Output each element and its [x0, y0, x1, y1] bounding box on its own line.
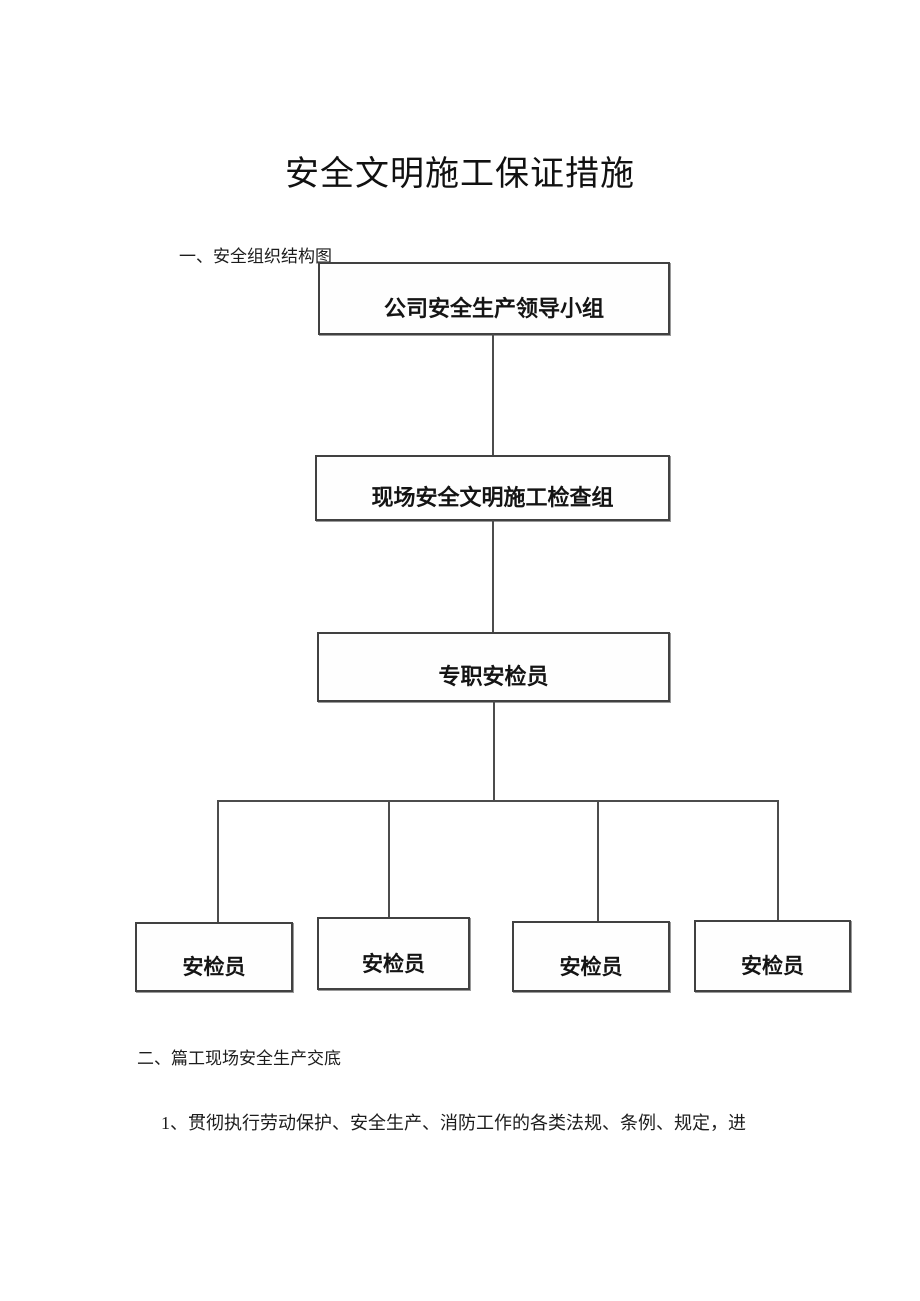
org-chart-node-safety-inspector-4: 安检员 — [694, 920, 851, 992]
org-chart-node-safety-inspector-3: 安检员 — [512, 921, 670, 992]
connector-bus-to-inspector-3 — [597, 801, 599, 921]
connector-company-to-site — [492, 334, 494, 455]
section-heading-safety-disclosure: 二、篇工现场安全生产交底 — [137, 1049, 341, 1068]
paragraph-item-1: 1、贯彻执行劳动保护、安全生产、消防工作的各类法规、条例、规定，进 — [161, 1113, 746, 1133]
connector-site-to-fulltime — [492, 520, 494, 632]
document-title: 安全文明施工保证措施 — [285, 156, 635, 193]
connector-bus-to-inspector-2 — [388, 801, 390, 917]
org-chart-node-fulltime-safety-inspector: 专职安检员 — [317, 632, 670, 702]
org-chart-node-company-leadership-group: 公司安全生产领导小组 — [318, 262, 670, 335]
section-heading-org-chart: 一、安全组织结构图 — [179, 247, 332, 266]
connector-fulltime-to-bus — [493, 701, 495, 801]
org-chart-node-safety-inspector-2: 安检员 — [317, 917, 470, 990]
org-chart-node-safety-inspector-1: 安检员 — [135, 922, 293, 992]
org-chart-node-site-inspection-group: 现场安全文明施工检查组 — [315, 455, 670, 521]
connector-bus-to-inspector-4 — [777, 801, 779, 920]
connector-horizontal-bus — [217, 800, 779, 802]
connector-bus-to-inspector-1 — [217, 801, 219, 922]
